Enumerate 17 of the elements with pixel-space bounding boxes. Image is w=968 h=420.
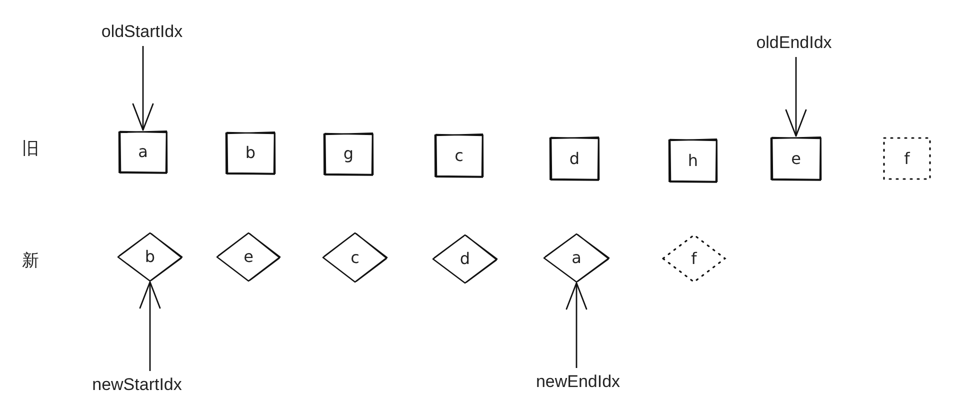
row-label: 新 bbox=[22, 250, 39, 272]
diamond-box: a bbox=[543, 233, 610, 283]
pointer-label: newStartIdx bbox=[92, 375, 182, 395]
arrow bbox=[566, 282, 588, 368]
row-label: 旧 bbox=[22, 138, 39, 160]
pointer-label: newEndIdx bbox=[536, 372, 620, 392]
arrow bbox=[785, 57, 807, 137]
pointer-label: oldEndIdx bbox=[756, 33, 832, 53]
diamond-box: c bbox=[322, 232, 388, 283]
diamond-box: b bbox=[117, 232, 183, 282]
arrow bbox=[139, 281, 161, 371]
pointer-label: oldStartIdx bbox=[101, 22, 183, 42]
square-box: f bbox=[882, 136, 932, 181]
diamond-box: f bbox=[661, 233, 727, 284]
diamond-box: e bbox=[216, 232, 281, 282]
arrow bbox=[132, 46, 154, 131]
diamond-box: d bbox=[432, 234, 498, 284]
